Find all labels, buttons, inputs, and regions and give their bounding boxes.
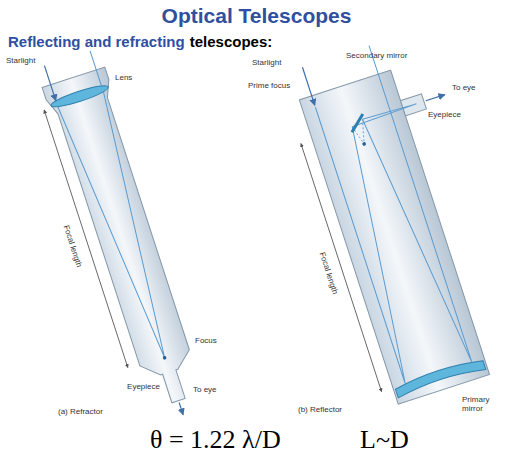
formula: θ = 1.22 λ/D	[150, 426, 281, 455]
subtitle: telescopes:	[190, 34, 273, 51]
refractor-tube	[31, 48, 214, 427]
secondary-mirror	[348, 114, 368, 132]
part-label: Eyepiece	[127, 383, 160, 392]
figure-caption: (a) Refractor	[58, 408, 103, 417]
figure-caption: (b) Reflector	[298, 406, 342, 415]
part-label: Starlight	[252, 59, 281, 68]
to-eye-arrow	[179, 403, 183, 415]
title: Optical Telescopes	[0, 4, 513, 28]
part-label: Secondary mirror	[346, 52, 407, 61]
part-label: To eye	[452, 84, 476, 93]
dimension-label: Focal length	[317, 251, 339, 295]
focal-length-dimension	[301, 143, 382, 391]
starlight-arrow	[44, 66, 55, 101]
part-label: To eye	[193, 386, 217, 395]
to-eye-arrow	[426, 95, 445, 101]
part-label: Lens	[115, 74, 132, 83]
part-label: Eyepiece	[428, 111, 461, 120]
focal-length-dimension	[44, 110, 128, 368]
light-ray	[302, 46, 471, 384]
light-ray	[58, 92, 188, 366]
primary-mirror	[394, 357, 486, 398]
lens	[50, 82, 110, 110]
reflector-tube	[279, 28, 513, 408]
part-label: Primary mirror	[462, 396, 504, 414]
dimension-label: Focal length	[61, 224, 83, 268]
part-label: Starlight	[6, 57, 35, 66]
focus-point	[162, 356, 167, 361]
part-label: Focus	[195, 337, 217, 346]
prime-focus-point	[362, 142, 367, 147]
starlight-arrow	[302, 67, 314, 105]
part-label: Prime focus	[248, 82, 290, 91]
light-ray	[90, 51, 101, 86]
prime-focus-ray	[351, 119, 370, 146]
formula: L~D	[360, 426, 409, 455]
subtitle: Reflecting and refracting	[8, 34, 185, 51]
